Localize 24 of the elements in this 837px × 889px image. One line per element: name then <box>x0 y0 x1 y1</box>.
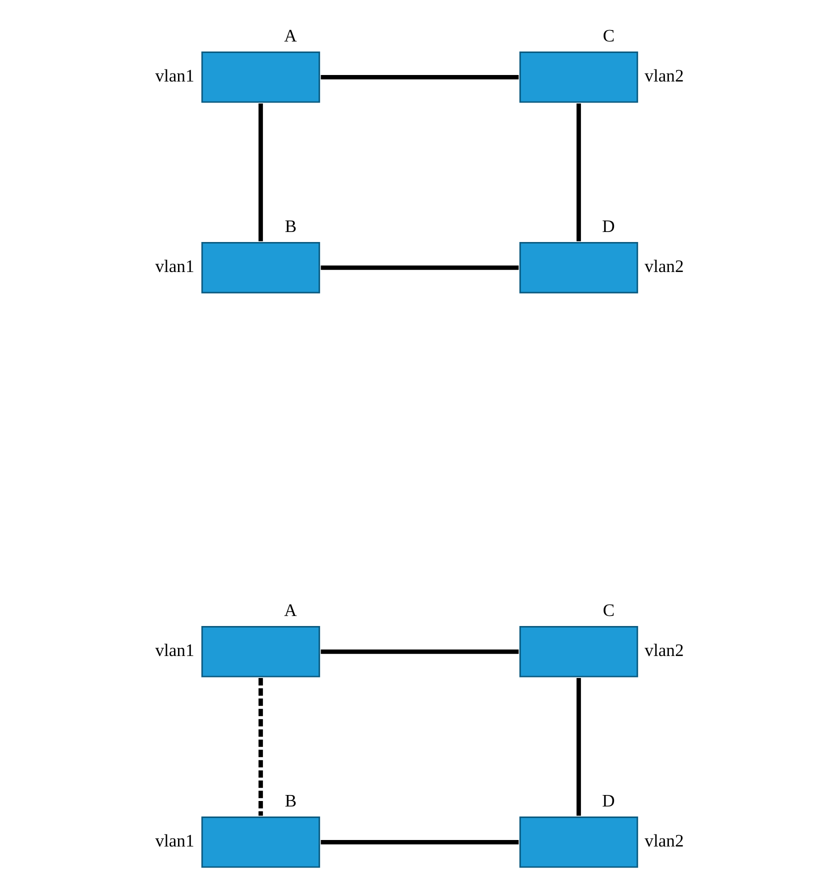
node-label: vlan2 <box>644 65 684 86</box>
node-label: D <box>602 790 614 810</box>
connector <box>576 103 580 241</box>
node-label: vlan2 <box>644 256 684 276</box>
node-label: vlan1 <box>154 640 194 660</box>
node-label: vlan2 <box>644 830 684 850</box>
node-label: D <box>602 215 614 236</box>
node-label: A <box>284 599 296 620</box>
node-label: C <box>602 24 614 45</box>
node-label: vlan1 <box>154 830 194 850</box>
connector <box>320 648 518 654</box>
connector <box>258 103 262 241</box>
node-label: vlan2 <box>644 640 684 660</box>
node-label: vlan1 <box>154 65 194 86</box>
node-label: A <box>284 24 296 45</box>
node-label: B <box>284 790 296 810</box>
connector <box>320 839 518 844</box>
connector <box>320 264 518 270</box>
connector <box>320 74 518 79</box>
connector <box>576 678 580 816</box>
node-label: B <box>284 215 296 236</box>
node-label: vlan1 <box>154 256 194 276</box>
connector <box>258 678 262 816</box>
node-label: C <box>602 599 614 620</box>
